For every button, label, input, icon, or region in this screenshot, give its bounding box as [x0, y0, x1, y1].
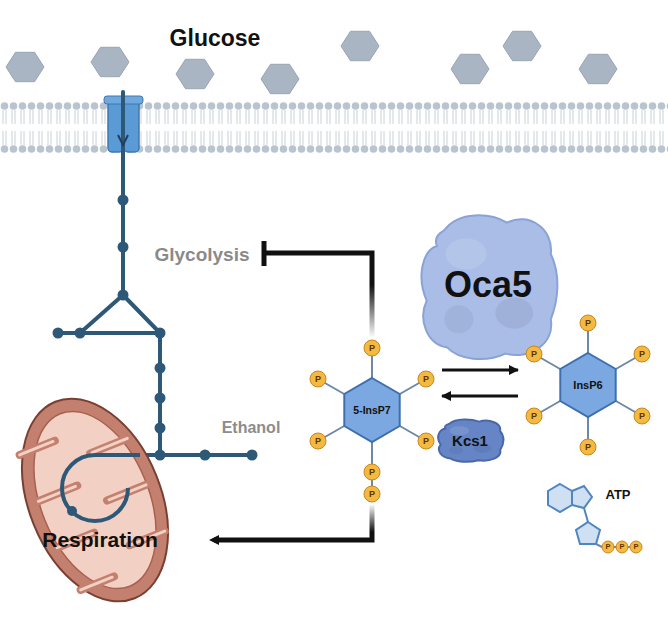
pathway-dot [155, 363, 166, 374]
pathway-dot [247, 450, 258, 461]
mitochondrion [0, 377, 196, 623]
glucose-hexagon [341, 31, 379, 60]
molecule-hexagon: InsP6 [526, 349, 650, 421]
node-label: Oca5 [444, 264, 532, 306]
pathway-dot [155, 328, 166, 339]
reaction-arrow [442, 395, 518, 398]
node-label: InsP6 [573, 379, 602, 391]
enzyme-blob: Kcs1 [435, 417, 505, 463]
process-label: Respiration [42, 528, 158, 552]
product-label: Ethanol [222, 419, 281, 437]
phosphate-circle: P [418, 433, 435, 450]
phosphate-circle: P [526, 408, 543, 425]
glucose-hexagon [6, 52, 44, 81]
cell-membrane [0, 100, 668, 155]
pathway-dot [200, 450, 211, 461]
metabolic-pathway [58, 92, 252, 521]
pathway-dot [67, 506, 77, 516]
node-label: Kcs1 [452, 432, 488, 449]
atp-molecule [548, 484, 632, 547]
pathway-dot [118, 195, 129, 206]
phosphate-circle: P [310, 371, 327, 388]
phosphate-circle: P [630, 541, 643, 554]
phosphate-circle: P [418, 371, 435, 388]
uptake-arrowhead [118, 135, 128, 145]
glucose-hexagon [176, 59, 214, 88]
molecule-label: ATP [605, 487, 630, 502]
phosphate-circle: P [364, 486, 381, 503]
pathway-dot [155, 450, 166, 461]
pathway-dot [155, 393, 166, 404]
reaction-arrow [442, 369, 518, 372]
glucose-hexagon [503, 31, 541, 60]
phosphate-circle: P [364, 464, 381, 481]
phosphate-circle: P [580, 315, 597, 332]
protein-blob: Oca5 [415, 207, 561, 363]
pathway-dot [155, 423, 166, 434]
pathway-in-mitochondrion [62, 455, 140, 521]
phosphate-circle: P [602, 541, 615, 554]
glucose-hexagon [261, 64, 299, 93]
node-label: 5-InsP7 [353, 404, 390, 416]
phosphate-circle: P [310, 433, 327, 450]
phosphate-circle: P [634, 346, 651, 363]
glucose-hexagon [91, 47, 129, 76]
pathway-dot [53, 328, 64, 339]
phosphate-circle: P [364, 340, 381, 357]
inhibition-line [264, 241, 372, 338]
glucose-hexagon [451, 54, 489, 83]
process-label: Glycolysis [154, 244, 249, 266]
pathway-dot [75, 328, 86, 339]
phosphate-circle: P [526, 346, 543, 363]
pathway-dot [118, 242, 129, 253]
phosphate-circle: P [616, 541, 629, 554]
phosphate-circle: P [634, 408, 651, 425]
title-label: Glucose [170, 25, 261, 52]
phosphate-circle: P [580, 439, 597, 456]
glucose-hexagon [579, 54, 617, 83]
pathway-dot [118, 290, 129, 301]
molecule-hexagon: 5-InsP7 [310, 374, 434, 446]
respiration-arrow [214, 504, 372, 540]
glucose-molecules [6, 31, 617, 93]
